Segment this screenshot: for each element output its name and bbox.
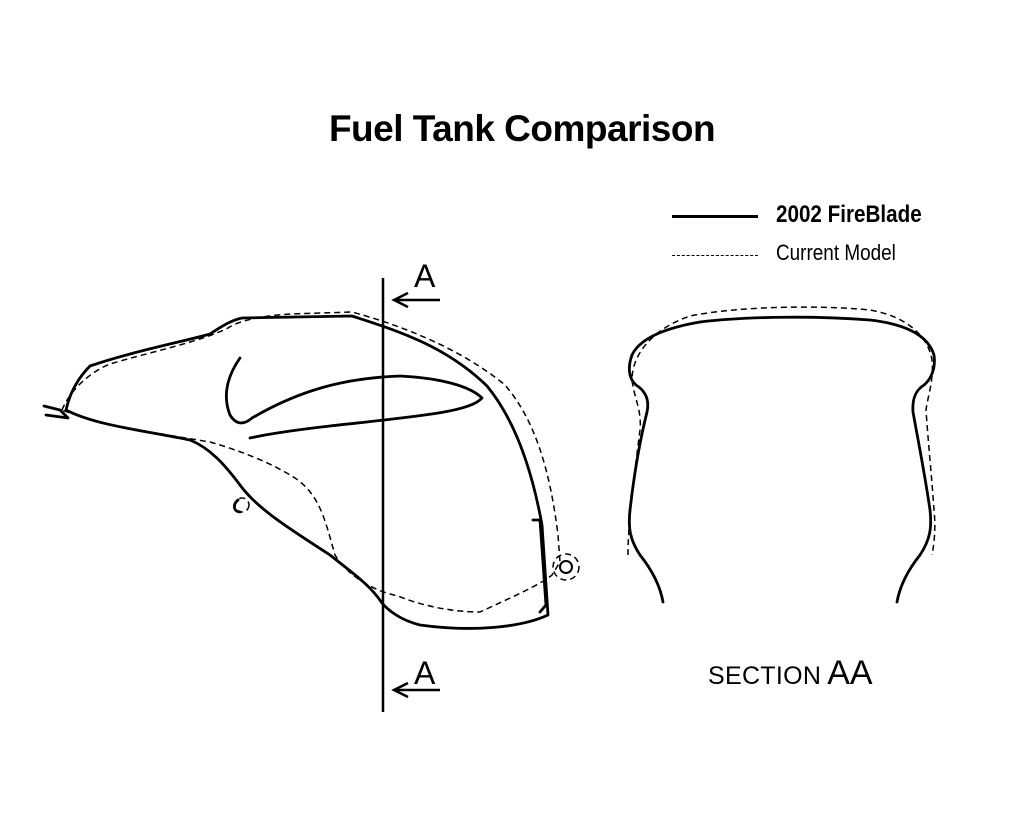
legend: 2002 FireBlade Current Model [672,200,1002,280]
dashed-line-swatch [672,255,758,256]
cross-section-dashed-outline [627,306,936,556]
section-cut-label-bottom: A [414,655,436,691]
mounting-tab-hole [559,560,573,574]
section-cut-line [381,278,440,712]
side-view-dashed-outline [61,311,580,613]
section-label-word: SECTION [708,662,822,690]
cross-section-solid-outline [627,315,936,604]
legend-label-dashed: Current Model [776,240,896,265]
legend-entry-solid: 2002 FireBlade [672,200,1002,234]
section-cut-label-top: A [414,258,436,294]
section-label-id: AA [827,654,873,692]
legend-label-solid: 2002 FireBlade [776,201,922,228]
page-title: Fuel Tank Comparison [328,108,716,149]
solid-line-swatch [672,215,758,218]
side-view-solid-outline [42,314,550,630]
legend-entry-dashed: Current Model [672,238,1002,272]
